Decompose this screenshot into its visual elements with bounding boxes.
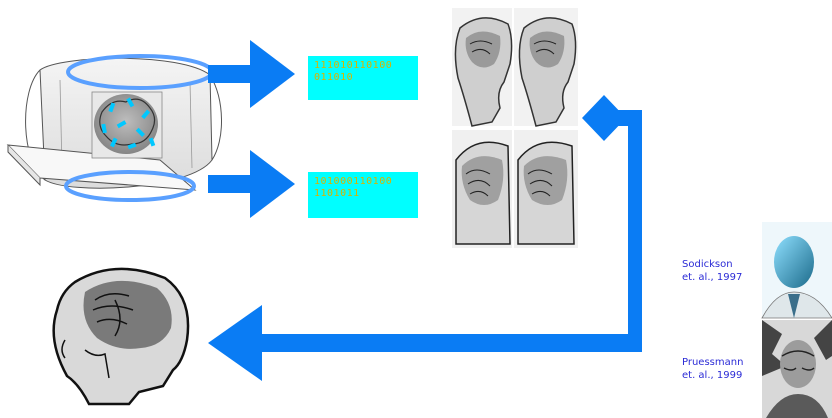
scanner-head-icon	[92, 92, 162, 158]
citation-author: Sodickson	[682, 258, 742, 271]
portrait-photo-icon	[762, 222, 832, 318]
mri-slice-icon	[514, 130, 578, 248]
arrow-to-binary-top	[208, 40, 295, 108]
mri-slice-icon	[514, 8, 578, 126]
binary-line: 011010	[314, 72, 412, 84]
portrait-photo-icon	[762, 320, 832, 418]
mri-scanner-icon	[8, 58, 222, 190]
arrow-to-binary-bottom	[208, 150, 295, 218]
reconstructed-head-icon	[54, 269, 188, 404]
citation-year: et. al., 1997	[682, 271, 742, 284]
mri-slice-icon	[452, 8, 512, 126]
citation-pruessmann: Pruessmann et. al., 1999	[682, 356, 743, 382]
binary-data-box-top: 111010110100 011010	[308, 56, 418, 100]
binary-line: 101000110100	[314, 176, 412, 188]
citation-year: et. al., 1999	[682, 369, 743, 382]
binary-data-box-bottom: 101000110100 1101011	[308, 172, 418, 218]
citation-author: Pruessmann	[682, 356, 743, 369]
binary-line: 1101011	[314, 188, 412, 200]
slice-grid	[452, 8, 578, 248]
citation-sodickson: Sodickson et. al., 1997	[682, 258, 742, 284]
mri-slice-icon	[452, 130, 512, 248]
binary-line: 111010110100	[314, 60, 412, 72]
